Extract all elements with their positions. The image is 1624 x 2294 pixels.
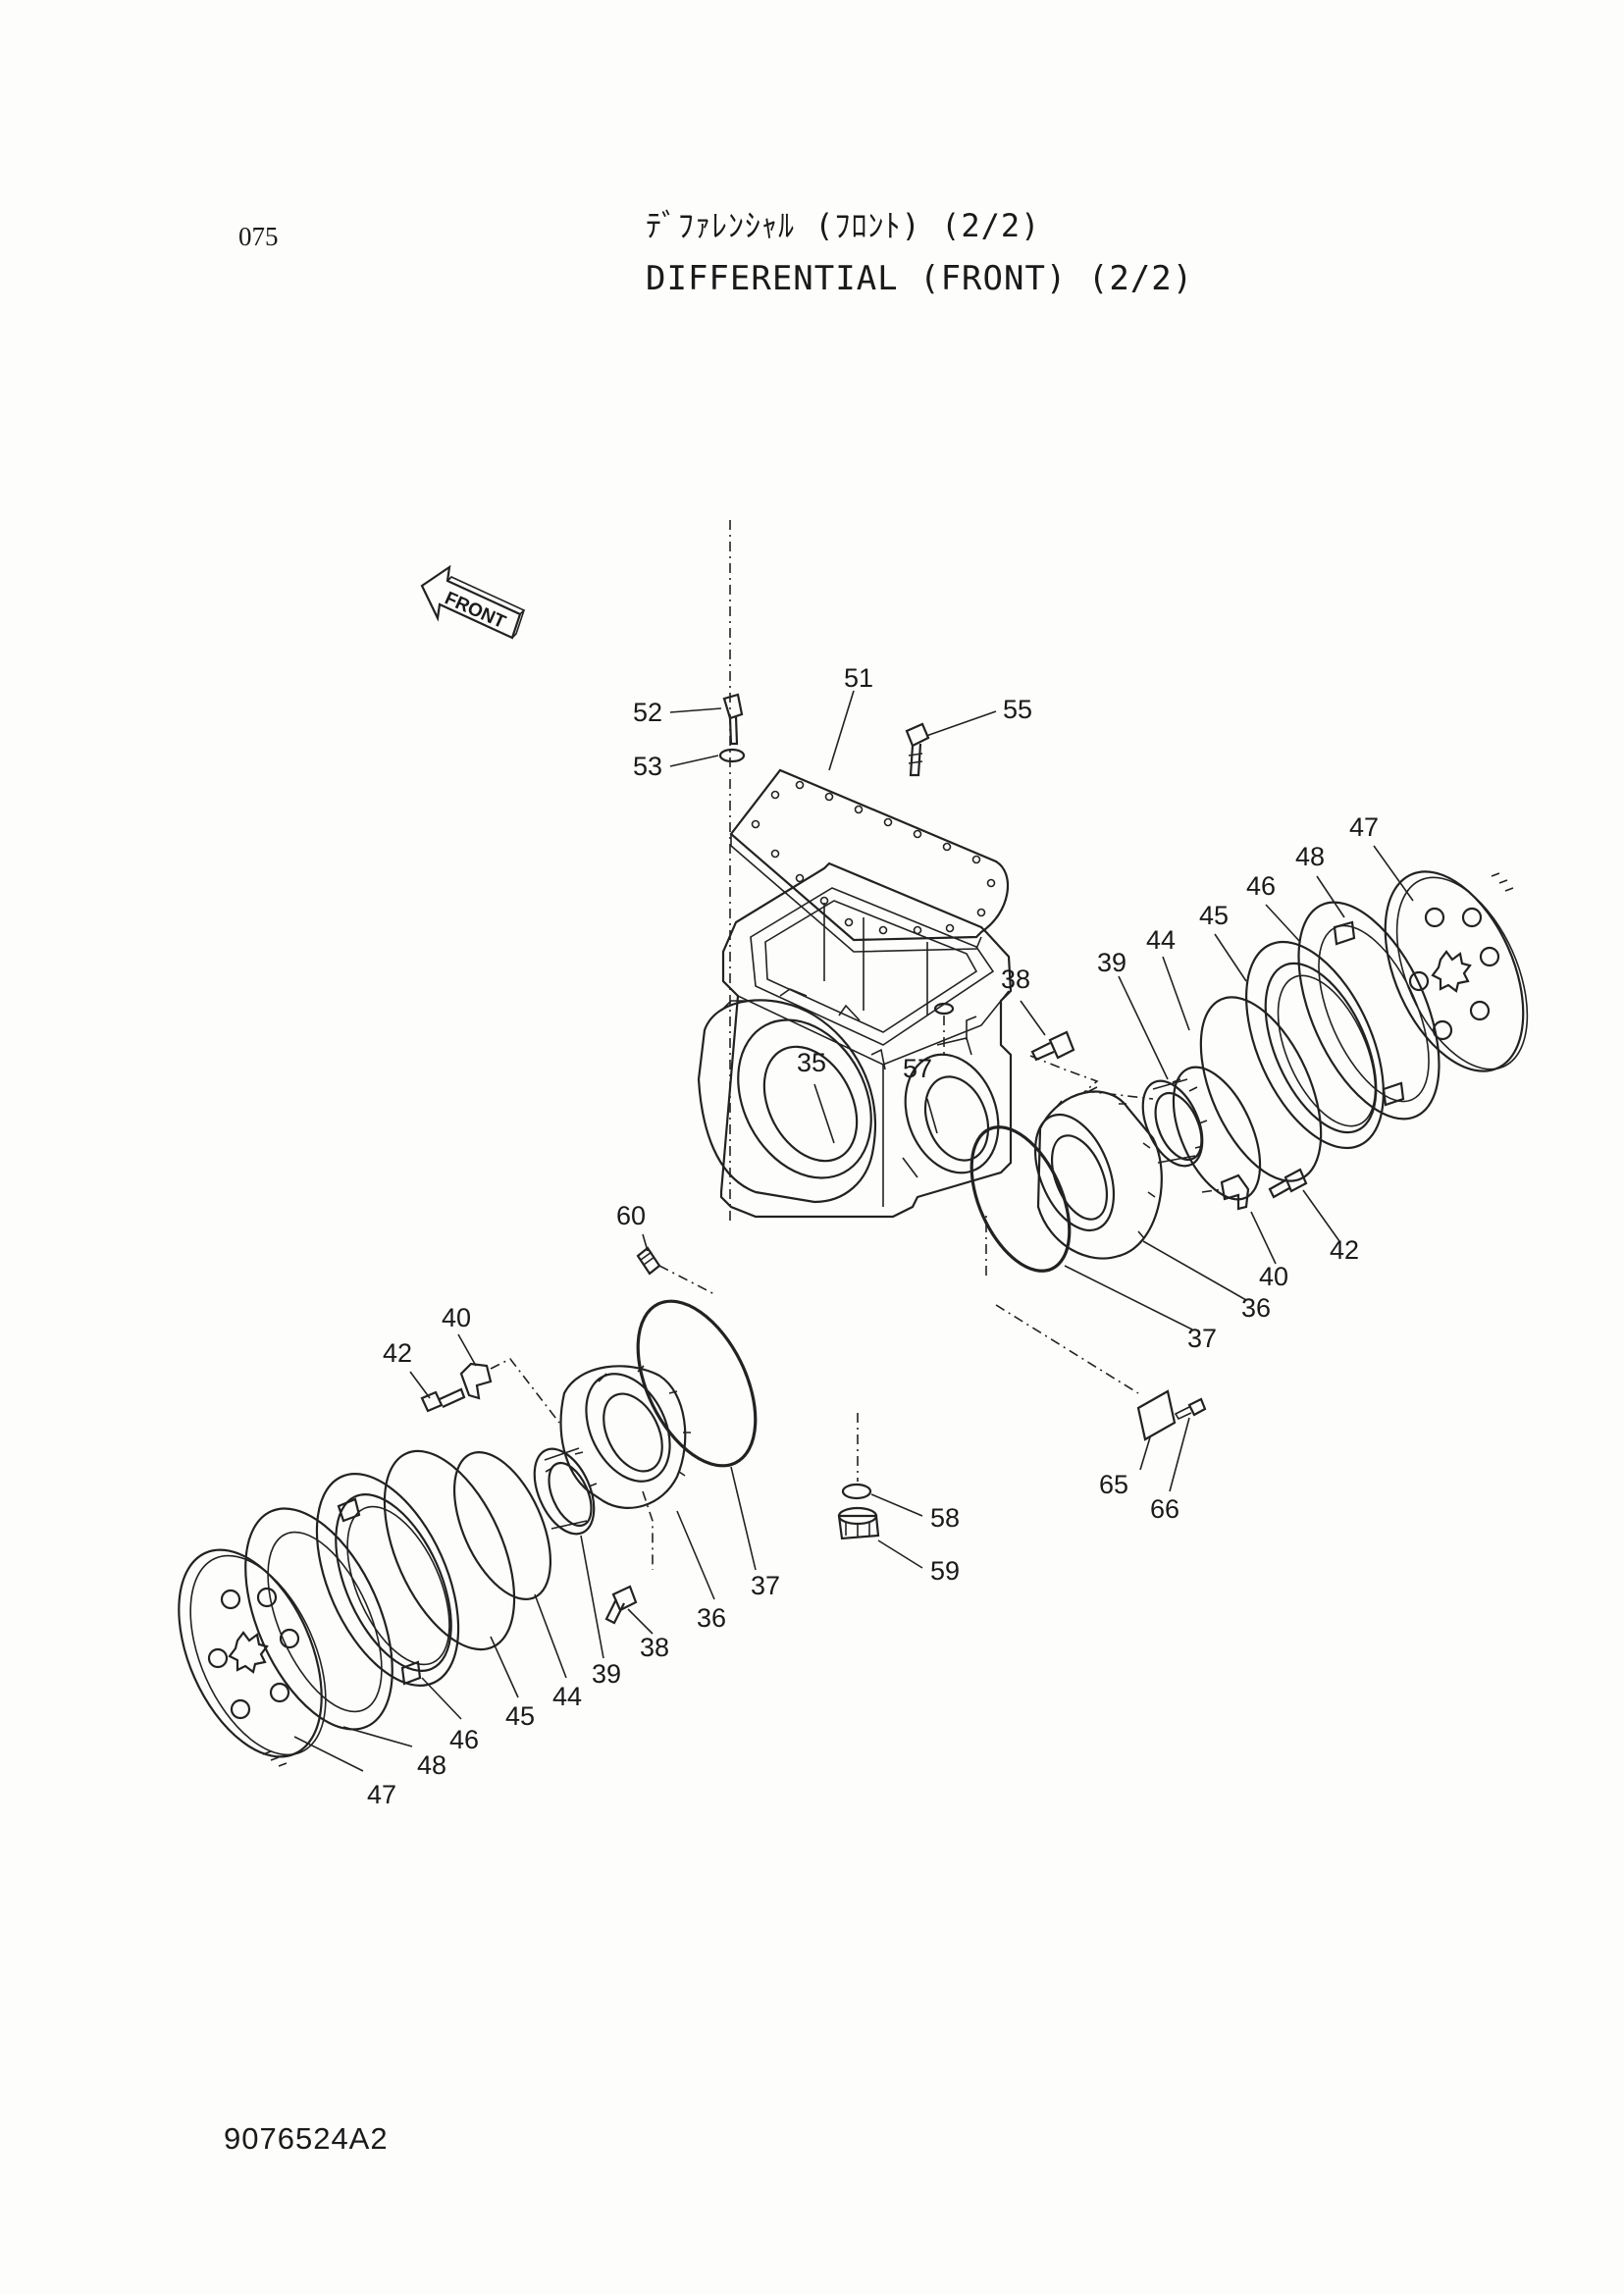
callout-46-right: 46	[1246, 871, 1276, 901]
bolt-left-part	[604, 1585, 638, 1625]
callout-47-left: 47	[367, 1780, 396, 1809]
page-title-japanese: ﾃﾞﾌｧﾚﾝｼｬﾙ (ﾌﾛﾝﾄ) (2/2)	[646, 207, 1041, 244]
callout-45-left: 45	[505, 1701, 535, 1731]
o-ring-left-part	[636, 1299, 758, 1468]
callout-labels: 51 52 53 55 47 48 46 45 44 39 38 35 57 6…	[367, 663, 1379, 1809]
callout-58: 58	[930, 1503, 960, 1533]
callout-leaders	[293, 690, 1414, 1772]
bearing-retainer-right-part	[1033, 1086, 1163, 1260]
adjusting-nut-right-part	[1141, 1078, 1208, 1168]
front-marker-label: FRONT	[442, 588, 509, 633]
callout-53: 53	[633, 752, 662, 781]
brake-disc-right-part	[1384, 870, 1529, 1072]
bracket-40-right-part	[1201, 1173, 1250, 1211]
lock-washer-part	[718, 748, 746, 763]
callout-44-left: 44	[552, 1682, 582, 1711]
o-ring-right-part	[969, 1125, 1072, 1273]
callout-48-left: 48	[417, 1750, 446, 1780]
callout-48-right: 48	[1295, 842, 1325, 871]
callout-42-left: 42	[383, 1338, 412, 1368]
callout-45-right: 45	[1199, 901, 1229, 930]
cover-plate-part	[729, 768, 1010, 953]
small-o-ring-part	[933, 1002, 955, 1016]
snap-ring-left-part	[452, 1451, 552, 1600]
drain-o-ring-part	[841, 1483, 872, 1500]
callout-37-left: 37	[751, 1571, 780, 1600]
plate-screw-part	[1174, 1397, 1207, 1421]
bolt-42-right-part	[1268, 1168, 1308, 1199]
callout-66: 66	[1150, 1494, 1179, 1524]
callout-40-left: 40	[442, 1303, 471, 1332]
callout-39-right: 39	[1097, 948, 1126, 977]
adjusting-nut-left-part	[533, 1447, 598, 1536]
callout-42-right: 42	[1330, 1235, 1359, 1265]
callout-36-right: 36	[1241, 1293, 1271, 1323]
callout-59: 59	[930, 1556, 960, 1586]
front-direction-arrow-icon: FRONT	[420, 564, 526, 640]
callout-47-right: 47	[1349, 812, 1379, 842]
callout-37-right: 37	[1187, 1324, 1217, 1353]
ring-left-part	[383, 1449, 516, 1651]
plug-part	[636, 1246, 717, 1296]
plate-left-part	[244, 1507, 393, 1731]
bolt-42-left-part	[420, 1387, 466, 1413]
callout-38-left: 38	[640, 1633, 669, 1662]
callout-52: 52	[633, 698, 662, 727]
callout-46-left: 46	[449, 1725, 479, 1754]
callout-51: 51	[844, 663, 873, 693]
name-plate-part	[995, 1304, 1177, 1441]
snap-ring-right-part	[1172, 1066, 1262, 1201]
callout-57: 57	[903, 1054, 932, 1083]
ring-right-part	[1199, 996, 1323, 1182]
callout-65: 65	[1099, 1470, 1128, 1499]
bearing-retainer-left-part	[559, 1365, 691, 1570]
bracket-40-left-part	[459, 1357, 560, 1424]
breather-part	[905, 722, 930, 777]
page-title-english: DIFFERENTIAL (FRONT) (2/2)	[646, 259, 1194, 298]
callout-35: 35	[797, 1048, 826, 1077]
callout-44-right: 44	[1146, 925, 1176, 955]
callout-40-right: 40	[1259, 1262, 1288, 1291]
bolt-right-part	[1029, 1030, 1154, 1100]
page-number: 075	[238, 222, 279, 251]
cover-bolt-part	[722, 693, 744, 746]
drain-plug-part	[837, 1413, 880, 1540]
callout-39-left: 39	[592, 1659, 621, 1689]
callout-38-right: 38	[1001, 965, 1030, 994]
document-code: 9076524A2	[224, 2121, 389, 2156]
brake-ring-right-part	[1245, 940, 1385, 1150]
callout-55: 55	[1003, 695, 1032, 724]
plate-right-part	[1297, 901, 1441, 1121]
brake-ring-left-part	[315, 1473, 460, 1687]
callout-36-left: 36	[697, 1603, 726, 1633]
differential-housing-part	[697, 861, 1013, 1219]
brake-disc-left-part	[178, 1548, 327, 1767]
callout-60: 60	[616, 1201, 646, 1230]
